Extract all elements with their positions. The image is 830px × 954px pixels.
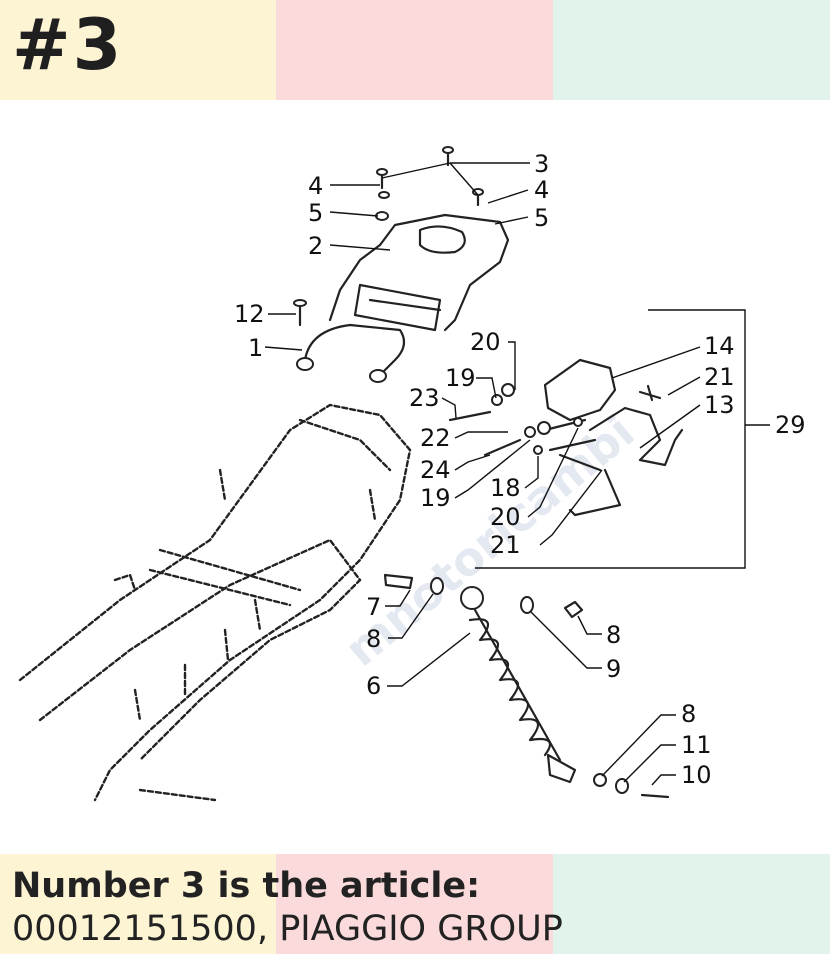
rear-rack-part	[328, 213, 510, 332]
footer-band-pink	[276, 854, 553, 954]
callout-8-right: 8	[606, 621, 621, 649]
article-caption-code: 00012151500, PIAGGIO GROUP	[12, 909, 563, 949]
band-pink	[276, 0, 553, 100]
header-band	[0, 0, 830, 100]
band-yellow	[0, 0, 276, 100]
exploded-parts-diagram: mnotoricambi	[18, 146, 806, 802]
callout-8-bottom: 8	[681, 700, 696, 728]
callout-5-right: 5	[534, 204, 549, 232]
callout-20-top: 20	[470, 328, 501, 356]
callout-21-top: 21	[704, 363, 735, 391]
callout-19-top: 19	[445, 364, 476, 392]
callout-14: 14	[704, 332, 735, 360]
callout-8-left: 8	[366, 625, 381, 653]
group-bracket-29	[475, 309, 746, 569]
top-screws	[293, 146, 484, 327]
callout-9: 9	[606, 655, 621, 683]
callout-10: 10	[681, 761, 712, 789]
bracket-assembly	[543, 358, 684, 517]
callout-4-left: 4	[308, 172, 323, 200]
footer-band	[0, 854, 830, 954]
callout-7: 7	[366, 593, 381, 621]
callout-labels: 3 4 4 5 5 2 12 1 20 14 19 21 23 13 29 22…	[234, 150, 806, 789]
callout-5-left: 5	[308, 199, 323, 227]
article-caption: Number 3 is the article: 00012151500, PI…	[12, 864, 563, 950]
callout-6: 6	[366, 672, 381, 700]
callout-21-bottom: 21	[490, 531, 521, 559]
bolts-and-washers	[448, 383, 583, 457]
article-number-heading: #3	[12, 4, 124, 86]
article-caption-title: Number 3 is the article:	[12, 866, 481, 906]
footer-band-yellow	[0, 854, 276, 954]
callout-3: 3	[534, 150, 549, 178]
leader-lines	[264, 162, 701, 786]
callout-19-bottom: 19	[420, 484, 451, 512]
shock-absorber-part	[383, 573, 670, 799]
footer-band-mint	[553, 854, 830, 954]
callout-4-right: 4	[534, 176, 549, 204]
callout-22: 22	[420, 424, 451, 452]
callout-23: 23	[409, 384, 440, 412]
band-mint	[553, 0, 830, 100]
callout-20-bottom: 20	[490, 503, 521, 531]
callout-2: 2	[308, 232, 323, 260]
callout-24: 24	[420, 456, 451, 484]
callout-11: 11	[681, 731, 712, 759]
callout-1: 1	[248, 334, 263, 362]
grab-handle-part	[296, 323, 406, 383]
callout-29: 29	[775, 411, 806, 439]
callout-18: 18	[490, 474, 521, 502]
frame-outline	[18, 403, 412, 802]
callout-12: 12	[234, 300, 265, 328]
callout-13: 13	[704, 391, 735, 419]
